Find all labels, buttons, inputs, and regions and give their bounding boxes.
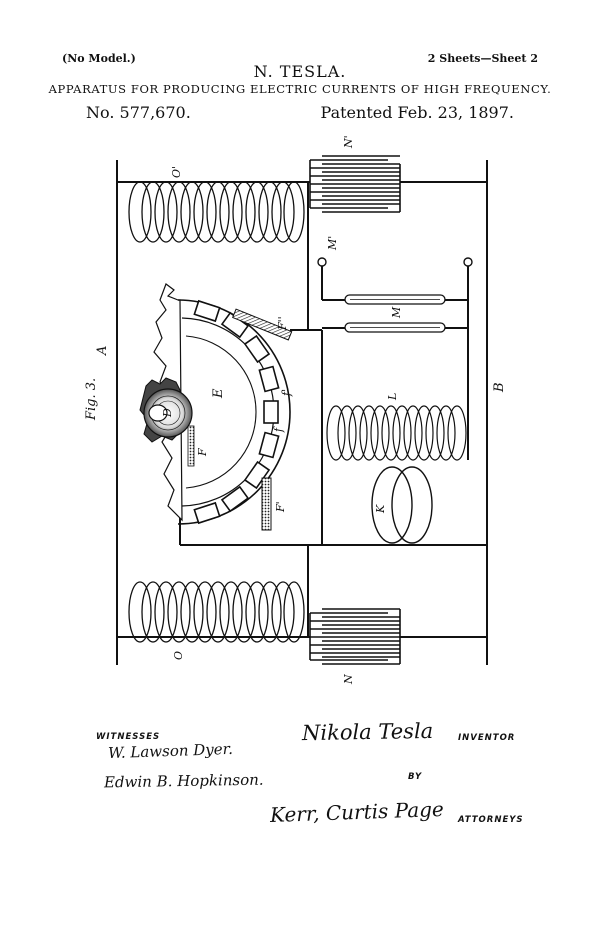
label-n-prime: N' [342, 135, 355, 149]
inventor-label: INVENTOR [458, 733, 516, 743]
coil-o [128, 581, 305, 643]
terminal-m-prime [317, 257, 473, 267]
no-model-note: (No Model.) [62, 52, 136, 65]
label-f-prime: F' [274, 501, 287, 513]
witness-signature-2: Edwin B. Hopkinson. [103, 770, 264, 792]
label-f-small-prime: f' [280, 389, 293, 397]
sheet-number: 2 Sheets—Sheet 2 [427, 52, 538, 65]
fig-label: Fig. 3. [84, 378, 99, 421]
condenser-n [309, 608, 401, 665]
inventor-name: N. TESLA. [253, 62, 347, 81]
by-label: BY [408, 772, 423, 782]
attorneys-label: ATTORNEYS [458, 815, 524, 825]
coil-l [326, 405, 467, 461]
label-l: L [386, 393, 399, 401]
patent-number: No. 577,670. [86, 103, 191, 122]
label-m-prime: M' [326, 236, 339, 251]
label-k: K [374, 504, 387, 514]
label-o: O [172, 651, 185, 660]
patent-date: Patented Feb. 23, 1897. [320, 103, 514, 122]
label-m: M [390, 306, 403, 319]
label-e: E [211, 388, 226, 399]
vacuum-tubes-m [344, 294, 446, 333]
witnesses-label: WITNESSES [96, 732, 161, 742]
coil-k [371, 466, 433, 544]
label-a: A [95, 346, 110, 356]
patent-title: APPARATUS FOR PRODUCING ELECTRIC CURRENT… [48, 82, 552, 96]
figure-labels: Fig. 3. A B O' O N' N M' M L K E D F'' F… [84, 135, 507, 685]
inventor-signature: Nikola Tesla [301, 718, 434, 746]
label-n: N [342, 674, 355, 685]
condenser-n-prime [309, 155, 401, 213]
label-f-small: f [272, 426, 285, 433]
generator-assembly [139, 283, 293, 531]
label-b: B [492, 382, 507, 393]
label-o-prime: O' [170, 166, 183, 178]
label-f-double-prime: F'' [276, 316, 289, 331]
label-d: D [161, 408, 174, 418]
coil-o-prime [128, 181, 305, 243]
label-f: F [196, 448, 209, 457]
